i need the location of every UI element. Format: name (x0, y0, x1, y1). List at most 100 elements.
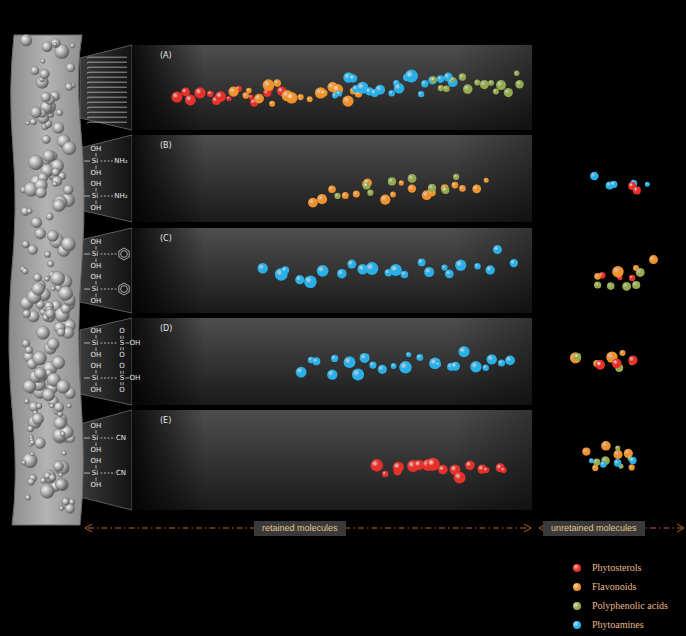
particle (24, 399, 29, 404)
molecule-dot (344, 356, 356, 368)
molecule-dot (450, 77, 455, 82)
particle (47, 338, 59, 350)
chemical-label: Si (92, 435, 98, 442)
molecule-dot (258, 263, 268, 273)
chemical-label: S (120, 375, 124, 382)
bond (96, 259, 97, 263)
molecule-dot (312, 357, 320, 365)
chemical-label: OH (91, 458, 102, 465)
particle (42, 389, 55, 402)
particle (56, 380, 70, 394)
axis-label: retained molecules (262, 524, 338, 533)
particle (28, 245, 38, 255)
chemical-label: OH (91, 170, 102, 177)
molecule-dot (470, 361, 481, 372)
column-particles (20, 34, 76, 513)
panel-letter: (A) (160, 52, 172, 60)
particle (31, 66, 39, 74)
legend-label: Polyphenolic acids (592, 601, 668, 611)
zoom-wedge (80, 228, 132, 313)
molecule-dot (601, 441, 611, 451)
chemical-label: OH (91, 482, 102, 489)
bond (96, 383, 97, 387)
alkyl-chain (87, 57, 127, 59)
molecule-dot (254, 94, 264, 104)
particle (45, 276, 50, 281)
particle (56, 479, 67, 490)
particle (62, 451, 67, 456)
molecule-dot (308, 198, 318, 208)
bond (126, 343, 130, 344)
molecule-dot (378, 365, 387, 374)
chemical-label: Si (92, 340, 98, 347)
molecule-dot (406, 352, 411, 357)
molecule-dot (371, 459, 383, 471)
molecule-dot (296, 367, 307, 378)
legend-swatch (573, 564, 581, 572)
bond (96, 465, 97, 469)
molecule-dot (428, 184, 436, 192)
molecule-dot (486, 265, 495, 274)
molecule-dot (320, 89, 327, 96)
particle (28, 155, 43, 170)
particle (47, 261, 54, 268)
molecule-dot (480, 80, 489, 89)
molecule-dot (607, 282, 615, 290)
molecule-dot (629, 464, 635, 470)
benzene-ring (121, 286, 128, 293)
particle (52, 356, 65, 369)
particle (23, 453, 38, 468)
linker (101, 196, 115, 197)
molecule-dot (246, 88, 252, 94)
molecule-dot (226, 96, 231, 101)
molecule-dot (328, 185, 336, 193)
particle (52, 181, 57, 186)
particle (33, 273, 41, 281)
bond (96, 443, 97, 447)
molecule-dot (382, 471, 388, 477)
molecule-dot (595, 360, 605, 370)
particle (50, 404, 55, 409)
alkyl-chain (87, 117, 127, 119)
molecule-dot (488, 80, 494, 86)
molecule-dot (600, 461, 606, 467)
molecule-dot (429, 357, 441, 369)
chemical-label: OH (91, 263, 102, 270)
molecule-dot (510, 259, 518, 267)
molecule-dot (304, 276, 317, 289)
alkyl-chain (87, 92, 127, 94)
particle (30, 107, 41, 118)
double-bond (120, 382, 121, 385)
molecule-dot (474, 263, 480, 269)
molecule-dot (342, 192, 349, 199)
particle (46, 213, 53, 220)
particle (26, 121, 30, 125)
molecule-dot (347, 260, 356, 269)
molecule-dot (614, 459, 622, 467)
molecule-dot (498, 360, 505, 367)
particle (51, 286, 56, 291)
particle (70, 43, 75, 48)
molecule-dot (629, 275, 635, 281)
chemical-label: OH (91, 146, 102, 153)
particle (67, 403, 72, 408)
bond (96, 370, 97, 374)
legend-label: Phytoamines (592, 620, 644, 630)
particle (25, 495, 31, 501)
particle (36, 187, 47, 198)
bond (84, 343, 90, 344)
legend-swatch (573, 602, 581, 610)
particle (42, 42, 52, 52)
chemical-label: OH (91, 205, 102, 212)
bond (96, 153, 97, 157)
molecule-dot (487, 354, 497, 364)
chemical-label: OH (91, 387, 102, 394)
particle (30, 452, 34, 456)
molecule-dot (455, 260, 466, 271)
molecule-dot (505, 356, 515, 366)
molecule-dot (334, 193, 340, 199)
molecule-dot (405, 70, 418, 83)
linker (101, 438, 116, 439)
axis-tag: unretained molecules (543, 521, 645, 536)
particle (30, 440, 35, 445)
